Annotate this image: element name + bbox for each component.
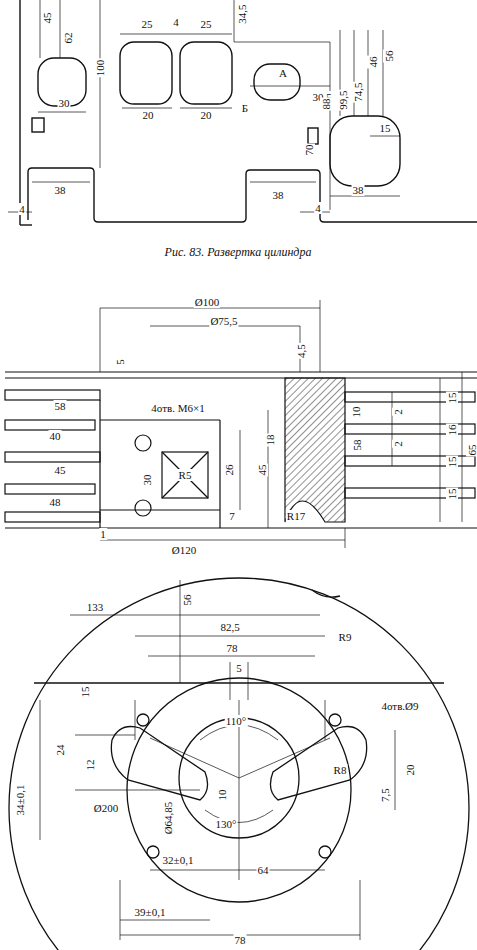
- dimension-label: 15: [446, 392, 458, 405]
- dimension-label: 5: [114, 358, 126, 366]
- dimension-label: 100: [94, 59, 106, 78]
- dimension-label: 70: [303, 144, 315, 157]
- dimension-label: 110°: [225, 715, 248, 727]
- dimension-label: Ø100: [194, 296, 220, 308]
- dimension-label: 34±0,1: [14, 784, 26, 817]
- dimension-label: 26: [223, 464, 235, 477]
- dimension-label: 38: [272, 189, 285, 201]
- dimension-label: 25: [200, 18, 213, 30]
- dimension-label: 20: [200, 109, 213, 121]
- dimension-label: Б: [241, 102, 249, 114]
- dimension-label: 58: [351, 439, 363, 452]
- dimension-label: 56: [383, 50, 395, 63]
- dimension-label: 2: [392, 440, 404, 448]
- dimension-label: 15: [446, 456, 458, 469]
- dimension-label: 39±0,1: [134, 906, 167, 918]
- dimension-label: 38: [54, 184, 67, 196]
- figure-caption: Рис. 83. Развертка цилиндра: [164, 246, 313, 258]
- dimension-label: 20: [404, 764, 416, 777]
- dimension-label: 64: [257, 864, 270, 876]
- dimension-label: Ø120: [171, 544, 197, 556]
- dimension-label: Ø200: [93, 802, 119, 814]
- dimension-label: 32±0,1: [162, 854, 195, 866]
- dimension-label: 20: [142, 109, 155, 121]
- dimension-label: 65: [466, 444, 477, 457]
- dimension-label: 45: [54, 464, 67, 476]
- dimension-label: 34,5: [236, 3, 248, 24]
- dimension-label: 30: [58, 97, 71, 109]
- dimension-label: 4: [18, 203, 26, 215]
- dimension-label: 82,5: [219, 621, 240, 633]
- dimension-label: 74,5: [352, 81, 364, 102]
- dimension-label: 24: [54, 744, 66, 757]
- dimension-label: 5: [235, 662, 243, 674]
- dimension-label: 45: [256, 464, 268, 477]
- dimension-label: 45: [41, 12, 53, 25]
- dimension-label: 10: [350, 406, 362, 419]
- dimension-label: 130°: [215, 818, 238, 830]
- dimension-label: 78: [226, 642, 239, 654]
- dimension-label: 4,5: [295, 343, 307, 359]
- dimension-label: 99,5: [337, 89, 349, 110]
- dimension-label: R9: [338, 631, 353, 643]
- dimension-label: 4: [172, 16, 180, 28]
- dimension-label: 1: [99, 528, 107, 540]
- dimension-label: 133: [86, 601, 105, 613]
- dimension-label: 4отв.Ø9: [380, 700, 419, 712]
- dimension-label: 7,5: [379, 787, 391, 803]
- dimension-label: 7: [228, 510, 236, 522]
- dimension-label: 12: [84, 759, 96, 772]
- dimension-label: 25: [141, 18, 154, 30]
- dimension-label: 62: [62, 32, 74, 45]
- dimension-label: R8: [333, 764, 348, 776]
- dimension-label: 58: [54, 400, 67, 412]
- dimension-label: 15: [446, 488, 458, 501]
- dimension-label: Ø75,5: [209, 315, 238, 327]
- dimension-label: 15: [379, 122, 392, 134]
- dimension-label: 48: [49, 496, 62, 508]
- dimension-label: 46: [367, 56, 379, 69]
- dimension-label: 40: [49, 430, 62, 442]
- dimension-label: 4отв. M6×1: [150, 402, 205, 414]
- dimension-label: 4: [314, 202, 322, 214]
- dimension-label: Ø64,85: [162, 801, 174, 836]
- dimension-label: 88: [320, 98, 332, 111]
- dimension-label: 10: [216, 789, 228, 802]
- dimension-label: 56: [181, 594, 193, 607]
- dimension-label: 2: [392, 408, 404, 416]
- dimension-label: 15: [79, 686, 91, 699]
- dimension-label: А: [278, 67, 288, 79]
- dimension-label: 16: [446, 424, 458, 437]
- dimension-label: 38: [352, 184, 365, 196]
- dimension-label: 30: [141, 474, 153, 487]
- dimension-label: 18: [264, 434, 276, 447]
- dimension-label: 78: [234, 934, 247, 946]
- dimension-label: R5: [178, 469, 193, 481]
- dimension-label: R17: [286, 510, 306, 522]
